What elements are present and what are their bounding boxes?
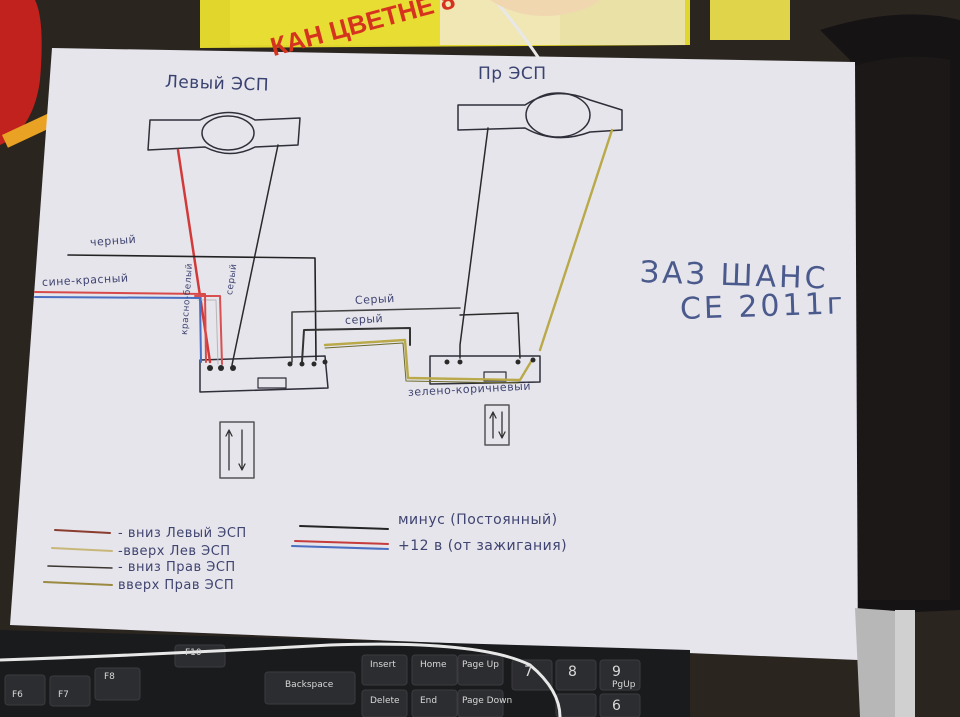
- key-f10[interactable]: F10: [185, 648, 202, 658]
- gray-wire-top: [291, 307, 461, 363]
- blue-red-wire-blue: [34, 296, 202, 363]
- key-8[interactable]: 8: [568, 664, 577, 680]
- wire-label-gray-top: Серый: [354, 291, 396, 307]
- legend-item-3: - вниз Прав ЭСП: [118, 560, 236, 575]
- key-page-down[interactable]: Page Down: [462, 696, 513, 706]
- key-insert[interactable]: Insert: [370, 660, 396, 670]
- white-cable: [0, 642, 562, 717]
- left-window-label: Левый ЭСП: [164, 72, 270, 96]
- key-f7[interactable]: F7: [58, 690, 69, 700]
- key-f6[interactable]: F6: [12, 690, 23, 700]
- legend-line-3: [47, 565, 113, 569]
- legend-item-4: вверх Прав ЭСП: [118, 578, 235, 593]
- legend-line-4: [43, 581, 113, 586]
- key-home[interactable]: Home: [420, 660, 447, 670]
- key-pgup[interactable]: PgUp: [612, 680, 636, 690]
- legend-item-2: -вверх Лев ЭСП: [118, 544, 231, 559]
- right-motor-bar: [457, 92, 623, 139]
- key-9[interactable]: 9: [612, 664, 621, 680]
- left-motor-bar: [147, 111, 301, 155]
- legend-item-1: - вниз Левый ЭСП: [118, 526, 247, 541]
- key-delete[interactable]: Delete: [370, 696, 400, 706]
- wire-label-gray-mid: серый: [344, 312, 384, 327]
- legend-line-1: [54, 529, 111, 534]
- black-wire-left-motor: [231, 144, 279, 366]
- right-window-label: Пр ЭСП: [478, 64, 547, 84]
- key-7[interactable]: 7: [524, 664, 533, 680]
- red-object: [0, 0, 42, 145]
- paper-sheet: [10, 48, 858, 660]
- legend-item-6: +12 в (от зажигания): [398, 538, 568, 554]
- key-6[interactable]: 6: [612, 698, 621, 714]
- legend-line-6b: [291, 545, 389, 550]
- gray-wire-mid: [301, 327, 411, 363]
- legend-line-5: [299, 525, 389, 530]
- green-brown-wire: [323, 338, 534, 382]
- right-switch-icon: [484, 404, 510, 446]
- legend-item-5: минус (Постоянный): [398, 512, 558, 528]
- title-line-2: СЕ 2011г: [679, 286, 847, 327]
- key-backspace[interactable]: Backspace: [285, 680, 334, 690]
- blue-red-wire-red: [34, 291, 207, 363]
- legend-line-6a: [294, 540, 389, 545]
- black-wire: [67, 254, 317, 361]
- left-switch-box: [199, 355, 329, 393]
- pencil: [2, 113, 54, 148]
- right-switch-box: [429, 355, 541, 385]
- key-end[interactable]: End: [420, 696, 438, 706]
- key-page-up[interactable]: Page Up: [462, 660, 499, 670]
- yellow-wire-right-motor: [538, 128, 614, 352]
- black-wire-right-motor: [459, 127, 489, 359]
- key-f8[interactable]: F8: [104, 672, 115, 682]
- red-white-wire: [194, 295, 223, 365]
- legend-line-2: [51, 547, 113, 552]
- left-switch-icon: [219, 421, 255, 479]
